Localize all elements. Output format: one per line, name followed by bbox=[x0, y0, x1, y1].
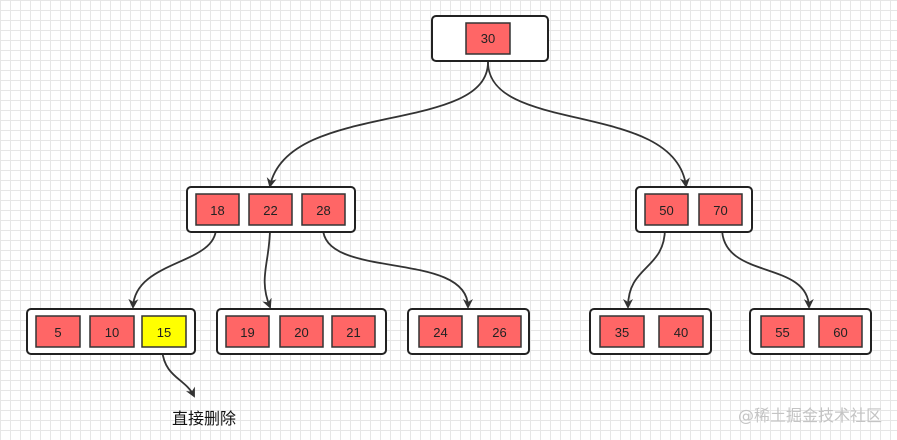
edge-root-to-right-child bbox=[487, 61, 690, 188]
key-cell: 50 bbox=[644, 193, 689, 226]
tree-edges bbox=[128, 61, 814, 398]
key-label: 24 bbox=[433, 325, 447, 340]
key-cell: 35 bbox=[599, 315, 645, 348]
edge-50-to-leaf-4 bbox=[623, 227, 666, 309]
key-label: 40 bbox=[674, 325, 688, 340]
key-cell: 10 bbox=[89, 315, 135, 348]
edge-28-to-leaf-3 bbox=[322, 227, 473, 309]
key-label: 50 bbox=[659, 203, 673, 218]
edge-18-to-leaf-1 bbox=[128, 227, 217, 309]
key-label: 18 bbox=[210, 203, 224, 218]
key-label: 70 bbox=[713, 203, 727, 218]
key-label: 60 bbox=[833, 325, 847, 340]
key-label: 28 bbox=[316, 203, 330, 218]
key-cell: 55 bbox=[760, 315, 805, 348]
key-label: 35 bbox=[615, 325, 629, 340]
leaf-node-1: 5 10 15 bbox=[26, 308, 196, 355]
key-cell: 5 bbox=[35, 315, 81, 348]
watermark: @稀土掘金技术社区 bbox=[738, 406, 882, 425]
key-cell: 24 bbox=[418, 315, 463, 348]
key-cell: 22 bbox=[248, 193, 293, 226]
key-cell: 20 bbox=[279, 315, 324, 348]
key-label: 26 bbox=[492, 325, 506, 340]
internal-node-right: 50 70 bbox=[635, 186, 753, 233]
key-cell: 60 bbox=[818, 315, 863, 348]
leaf-node-2: 19 20 21 bbox=[216, 308, 387, 355]
internal-node-left: 18 22 28 bbox=[186, 186, 356, 233]
key-label: 20 bbox=[294, 325, 308, 340]
key-cell: 30 bbox=[465, 22, 511, 55]
key-label: 21 bbox=[346, 325, 360, 340]
key-label: 30 bbox=[481, 31, 495, 46]
edge-22-to-leaf-2 bbox=[262, 227, 272, 309]
key-cell: 19 bbox=[225, 315, 270, 348]
key-cell-highlighted: 15 bbox=[141, 315, 187, 348]
leaf-node-5: 55 60 bbox=[749, 308, 872, 355]
root-node: 30 bbox=[431, 15, 549, 62]
edge-root-to-left-child bbox=[266, 61, 489, 188]
key-label: 22 bbox=[263, 203, 277, 218]
key-label: 5 bbox=[54, 325, 61, 340]
leaf-node-4: 35 40 bbox=[589, 308, 712, 355]
key-label: 55 bbox=[775, 325, 789, 340]
key-label: 15 bbox=[157, 325, 171, 340]
key-cell: 26 bbox=[477, 315, 522, 348]
key-cell: 18 bbox=[195, 193, 240, 226]
tree-nodes: 30 18 22 28 50 bbox=[26, 15, 872, 355]
key-label: 10 bbox=[105, 325, 119, 340]
key-cell: 21 bbox=[331, 315, 376, 348]
key-cell: 40 bbox=[658, 315, 704, 348]
edge-70-to-leaf-5 bbox=[721, 227, 814, 309]
key-cell: 70 bbox=[698, 193, 743, 226]
delete-annotation: 直接删除 bbox=[172, 409, 236, 428]
edge-15-to-annotation bbox=[161, 349, 195, 398]
leaf-node-3: 24 26 bbox=[407, 308, 530, 355]
key-label: 19 bbox=[240, 325, 254, 340]
key-cell: 28 bbox=[301, 193, 346, 226]
